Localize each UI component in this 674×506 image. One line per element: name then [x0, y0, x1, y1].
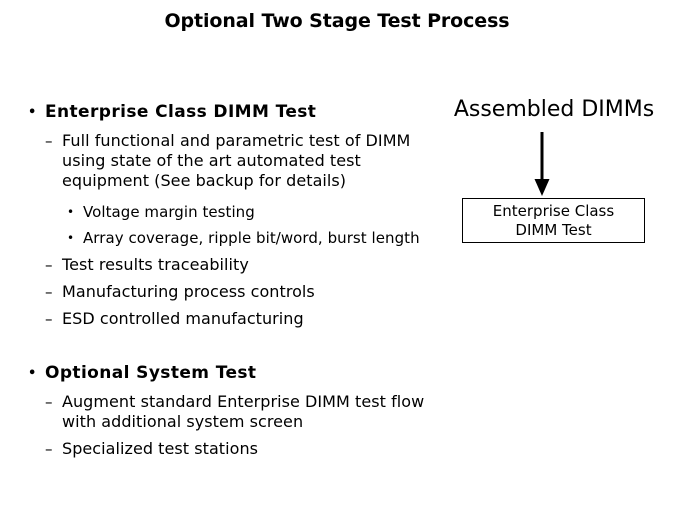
bullet-item-level2: – Test results traceability: [0, 255, 440, 275]
bullet-marker-dot: •: [67, 205, 75, 219]
bullet-label: Array coverage, ripple bit/word, burst l…: [83, 229, 420, 247]
bullet-item-level2: – Manufacturing process controls: [0, 282, 440, 302]
bullet-item-level1: • Optional System Test: [0, 362, 440, 385]
bullet-item-level2: – ESD controlled manufacturing: [0, 309, 440, 329]
spacer: [0, 275, 440, 282]
bullet-marker-dash: –: [45, 393, 53, 411]
bullet-marker-dash: –: [45, 256, 53, 274]
bullet-marker-dash: –: [45, 283, 53, 301]
spacer: [0, 302, 440, 309]
bullet-item-level3: • Voltage margin testing: [0, 203, 440, 222]
bullet-label: Full functional and parametric test of D…: [62, 131, 411, 190]
bullet-label: Augment standard Enterprise DIMM test fl…: [62, 392, 425, 431]
bullet-marker-dash: –: [45, 310, 53, 328]
spacer: [0, 124, 440, 131]
bullet-item-level2: – Full functional and parametric test of…: [0, 131, 440, 191]
bullet-item-level2: – Augment standard Enterprise DIMM test …: [0, 392, 440, 432]
spacer: [0, 329, 440, 362]
spacer: [0, 222, 440, 229]
bullet-item-level2: – Specialized test stations: [0, 439, 440, 459]
bullet-list: • Enterprise Class DIMM Test – Full func…: [0, 101, 440, 459]
down-arrow-icon: [534, 132, 550, 196]
bullet-label: Voltage margin testing: [83, 203, 255, 221]
bullet-label: Test results traceability: [62, 255, 249, 274]
spacer: [0, 385, 440, 392]
bullet-item-level3: • Array coverage, ripple bit/word, burst…: [0, 229, 440, 248]
bullet-label: ESD controlled manufacturing: [62, 309, 304, 328]
bullet-label: Manufacturing process controls: [62, 282, 315, 301]
process-box-label: Enterprise Class DIMM Test: [492, 201, 615, 239]
bullet-marker-dash: –: [45, 132, 53, 150]
bullet-marker-dot: •: [67, 231, 75, 245]
diagram-heading: Assembled DIMMs: [453, 97, 655, 122]
bullet-marker-dot: •: [28, 105, 37, 120]
bullet-item-level1: • Enterprise Class DIMM Test: [0, 101, 440, 124]
spacer: [0, 432, 440, 439]
bullet-label: Specialized test stations: [62, 439, 259, 458]
page-title: Optional Two Stage Test Process: [164, 10, 510, 32]
bullet-marker-dot: •: [28, 366, 37, 381]
process-flow-diagram: Assembled DIMMs Enterprise Class DIMM Te…: [440, 96, 674, 256]
process-box: Enterprise Class DIMM Test: [462, 198, 645, 243]
bullet-marker-dash: –: [45, 440, 53, 458]
bullet-label: Enterprise Class DIMM Test: [45, 102, 317, 122]
spacer: [0, 248, 440, 255]
spacer: [0, 191, 440, 203]
bullet-label: Optional System Test: [45, 363, 257, 383]
